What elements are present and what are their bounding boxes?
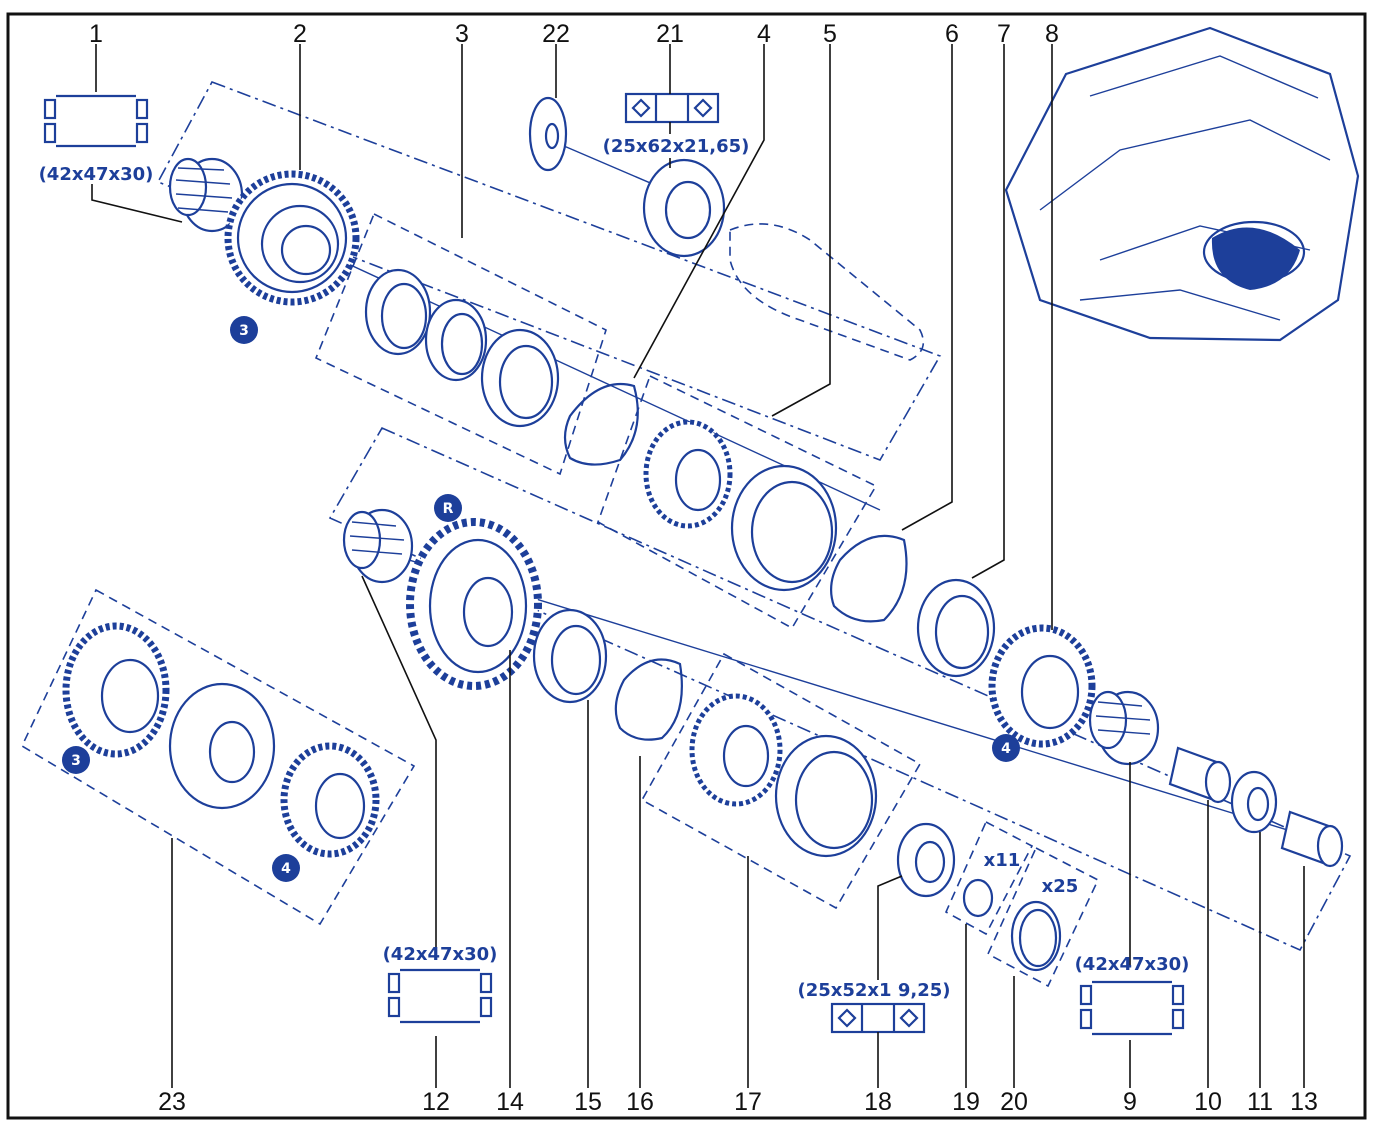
synchro-ring-15 <box>532 608 608 704</box>
needle-bearing-1 <box>168 157 244 233</box>
callout-3: 3 <box>455 20 469 48</box>
frame-border <box>6 12 1367 1120</box>
dimension-label-18: (25x52x1 9,25) <box>798 980 951 1001</box>
bush-10 <box>1168 746 1232 804</box>
gear-badge-reverse-label: R <box>443 501 454 517</box>
dimension-label-1: (42x47x30) <box>39 164 154 185</box>
reference-shaft <box>729 223 925 361</box>
shim-washer-20 <box>1010 900 1062 972</box>
gear-badge-fourth: 4 <box>992 734 1020 762</box>
callout-17: 17 <box>734 1088 762 1116</box>
upper-group-outline <box>156 81 942 461</box>
leader-lines <box>91 44 1305 1088</box>
gear-badge-third: 3 <box>230 316 258 344</box>
dimension-label-12: (42x47x30) <box>383 944 498 965</box>
callout-7: 7 <box>997 20 1011 48</box>
gear-set-23-outline <box>20 588 416 926</box>
callout-9: 9 <box>1123 1088 1137 1116</box>
callout-1: 1 <box>89 20 103 48</box>
circlip-group-19-outline <box>944 820 1034 936</box>
synchro-ring-set-3 <box>364 268 560 428</box>
gear-badge-third-label: 3 <box>239 323 249 339</box>
reverse-gear-14 <box>406 518 542 690</box>
synchro-hub-5 <box>643 419 838 592</box>
callout-4: 4 <box>757 20 771 48</box>
gear-badge-third-alt-label: 3 <box>71 753 81 769</box>
ball-bearing-18 <box>896 822 956 898</box>
synchro-hub-17 <box>689 693 878 858</box>
quantity-label-20: x25 <box>1042 876 1079 897</box>
callout-18: 18 <box>864 1088 892 1116</box>
gearbox-housing-illustration <box>1004 26 1360 342</box>
hub-group-5-outline <box>597 374 878 630</box>
callout-2: 2 <box>293 20 307 48</box>
callout-20: 20 <box>1000 1088 1028 1116</box>
circlip-19 <box>962 878 994 918</box>
bearing-symbol-1 <box>43 94 149 148</box>
quantity-label-19: x11 <box>984 850 1021 871</box>
gear-badge-fourth-alt: 4 <box>272 854 300 882</box>
snap-ring-16 <box>614 658 683 741</box>
snap-ring-6 <box>829 534 908 623</box>
callout-16: 16 <box>626 1088 654 1116</box>
needle-bearing-12 <box>342 508 414 584</box>
washer-group-20-outline <box>986 846 1100 988</box>
callout-11: 11 <box>1247 1088 1273 1116</box>
gear-badge-fourth-alt-label: 4 <box>281 861 291 877</box>
callout-23: 23 <box>158 1088 186 1116</box>
callout-22: 22 <box>542 20 570 48</box>
callout-14: 14 <box>496 1088 524 1116</box>
synchro-group-3-outline <box>314 212 607 476</box>
callout-19: 19 <box>952 1088 980 1116</box>
gear-2 <box>224 170 360 306</box>
needle-bearing-9 <box>1088 690 1160 766</box>
dimension-label-21: (25x62x21,65) <box>603 136 750 157</box>
ball-bearing-symbol-18 <box>830 1002 926 1034</box>
gear-set-23 <box>62 622 380 858</box>
dimension-label-9: (42x47x30) <box>1075 954 1190 975</box>
callout-10: 10 <box>1194 1088 1222 1116</box>
callout-13: 13 <box>1290 1088 1318 1116</box>
callout-8: 8 <box>1045 20 1059 48</box>
callout-15: 15 <box>574 1088 602 1116</box>
snap-ring-4 <box>563 382 639 466</box>
ball-bearing-symbol-21 <box>624 92 720 124</box>
callout-6: 6 <box>945 20 959 48</box>
ball-bearing-21 <box>642 158 726 258</box>
thrust-washer-11 <box>1230 770 1278 834</box>
callout-5: 5 <box>823 20 837 48</box>
callout-21: 21 <box>656 20 684 48</box>
lower-group-outline <box>328 426 1352 952</box>
synchro-ring-7 <box>916 578 996 678</box>
hub-group-17-outline <box>640 652 922 910</box>
bush-13 <box>1280 810 1344 868</box>
bearing-symbol-9 <box>1079 980 1185 1036</box>
gear-badge-reverse: R <box>434 494 462 522</box>
shim-22 <box>528 96 568 172</box>
gear-8 <box>988 624 1096 748</box>
gear-badge-third-alt: 3 <box>62 746 90 774</box>
callout-12: 12 <box>422 1088 450 1116</box>
bearing-symbol-12 <box>387 968 493 1024</box>
gear-badge-fourth-label: 4 <box>1001 741 1011 757</box>
